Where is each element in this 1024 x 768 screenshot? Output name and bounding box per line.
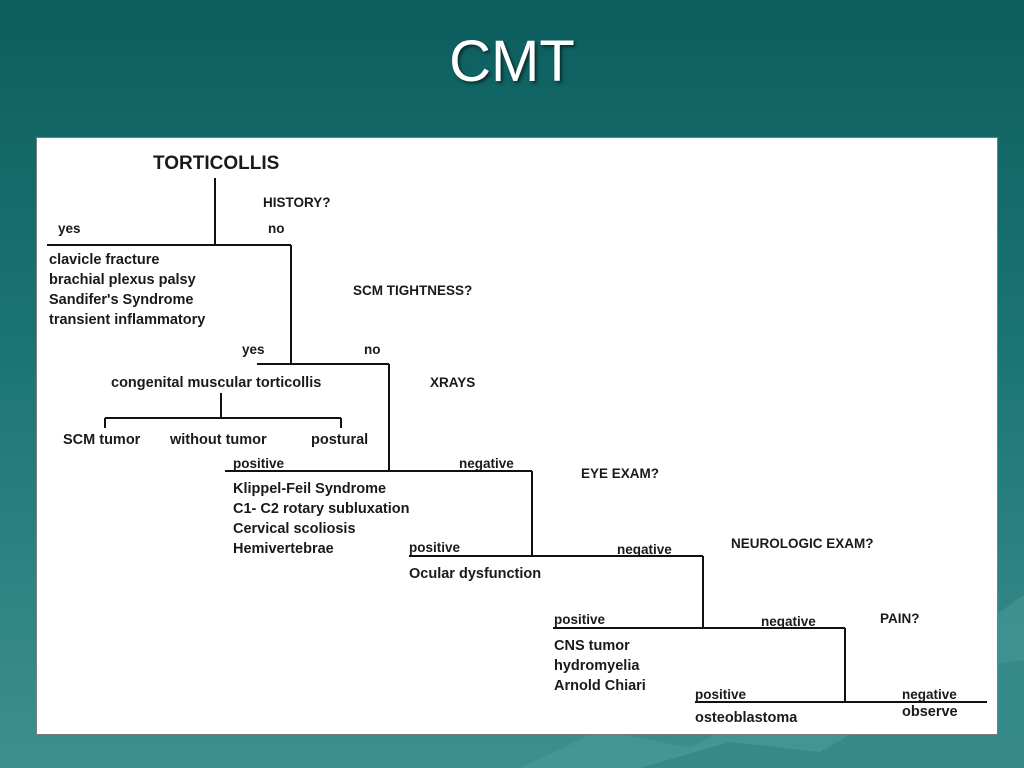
branch-negative-label: negative [459, 456, 514, 471]
outcome-item: Sandifer's Syndrome [49, 292, 193, 308]
outcome-item: Ocular dysfunction [409, 566, 541, 582]
question-eye-exam: EYE EXAM? [581, 466, 659, 481]
root-node: TORTICOLLIS [153, 153, 279, 174]
outcome-item: CNS tumor [554, 638, 630, 654]
subtype-item: postural [311, 432, 368, 448]
branch-negative-label: negative [617, 542, 672, 557]
outcome-item: clavicle fracture [49, 252, 159, 268]
outcome-item: Cervical scoliosis [233, 521, 356, 537]
outcome-item: transient inflammatory [49, 312, 205, 328]
outcome-item: observe [902, 704, 958, 720]
question-pain: PAIN? [880, 611, 920, 626]
question-history: HISTORY? [263, 195, 331, 210]
mountain-shape [640, 660, 1024, 768]
branch-no-label: no [268, 221, 285, 236]
question-scm-tightness: SCM TIGHTNESS? [353, 283, 472, 298]
torticollis-flowchart: TORTICOLLIS HISTORY? yes no clavicle fra… [47, 153, 987, 726]
branch-yes-label: yes [242, 342, 265, 357]
outcome-item: C1- C2 rotary subluxation [233, 501, 409, 517]
branch-negative-label: negative [761, 614, 816, 629]
branch-negative-label: negative [902, 687, 957, 702]
subtype-item: without tumor [169, 432, 267, 448]
outcome-item: Arnold Chiari [554, 678, 646, 694]
outcome-item: congenital muscular torticollis [111, 375, 321, 391]
branch-positive-label: positive [409, 540, 461, 555]
outcome-item: brachial plexus palsy [49, 272, 196, 288]
subtype-item: SCM tumor [63, 432, 141, 448]
branch-yes-label: yes [58, 221, 81, 236]
branch-positive-label: positive [695, 687, 747, 702]
branch-no-label: no [364, 342, 381, 357]
outcome-item: Hemivertebrae [233, 541, 334, 557]
flowchart-connectors [47, 178, 987, 703]
branch-positive-label: positive [554, 612, 606, 627]
flowchart-panel: TORTICOLLIS HISTORY? yes no clavicle fra… [36, 137, 998, 735]
outcome-item: osteoblastoma [695, 710, 798, 726]
question-neurologic-exam: NEUROLOGIC EXAM? [731, 536, 874, 551]
slide-title: CMT [449, 29, 575, 94]
branch-positive-label: positive [233, 456, 285, 471]
question-xrays: XRAYS [430, 375, 475, 390]
outcome-item: hydromyelia [554, 658, 640, 674]
outcome-item: Klippel-Feil Syndrome [233, 481, 386, 497]
